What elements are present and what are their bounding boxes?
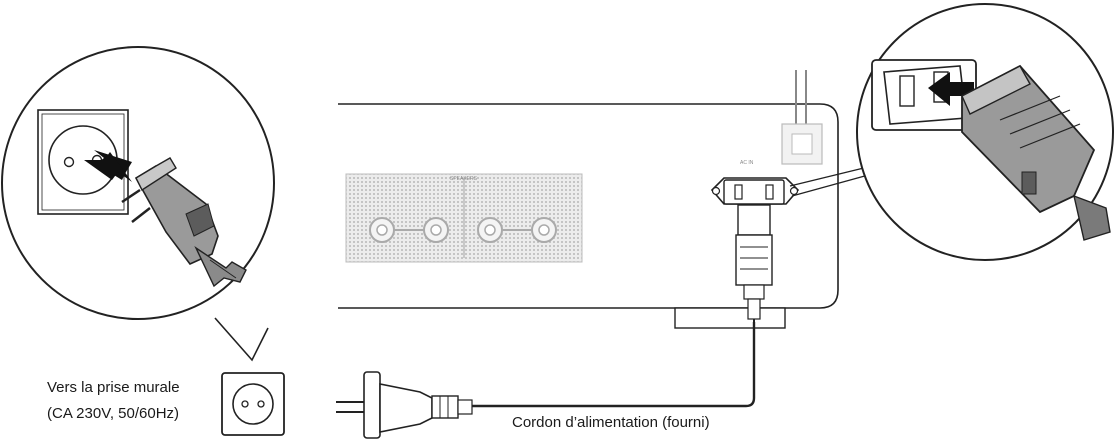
speaker-terminals-panel: SPEAKERS: [345, 173, 583, 263]
svg-text:AC IN: AC IN: [740, 160, 754, 166]
europlug-icon: [121, 157, 247, 288]
svg-text:SPEAKERS: SPEAKERS: [450, 176, 478, 182]
cord-label: Cordon d’alimentation (fourni): [512, 414, 710, 431]
leader-line-inlet: [789, 165, 873, 187]
leader-line-inlet: [791, 173, 873, 197]
power-cord: [470, 322, 756, 408]
magnified-wall-socket: [1, 46, 275, 362]
speaker-terminal: [477, 217, 557, 243]
iec-connector-plugged: [735, 204, 773, 330]
device-rear-panel: [338, 103, 839, 329]
iec-inlet-icon: AC IN: [710, 160, 800, 205]
magnified-iec-connection: [856, 3, 1114, 261]
outlet-label-line2: (CA 230V, 50/60Hz): [47, 405, 180, 422]
arrow-icon: [928, 72, 974, 106]
antenna-connector: [781, 70, 823, 165]
speaker-terminal: [369, 217, 449, 243]
outlet-icon: [221, 372, 285, 436]
iec-connector-icon: [961, 64, 1111, 241]
device-foot: [674, 307, 786, 329]
outlet-label-line1: Vers la prise murale: [47, 379, 180, 396]
cord-plug-icon: [336, 371, 473, 439]
